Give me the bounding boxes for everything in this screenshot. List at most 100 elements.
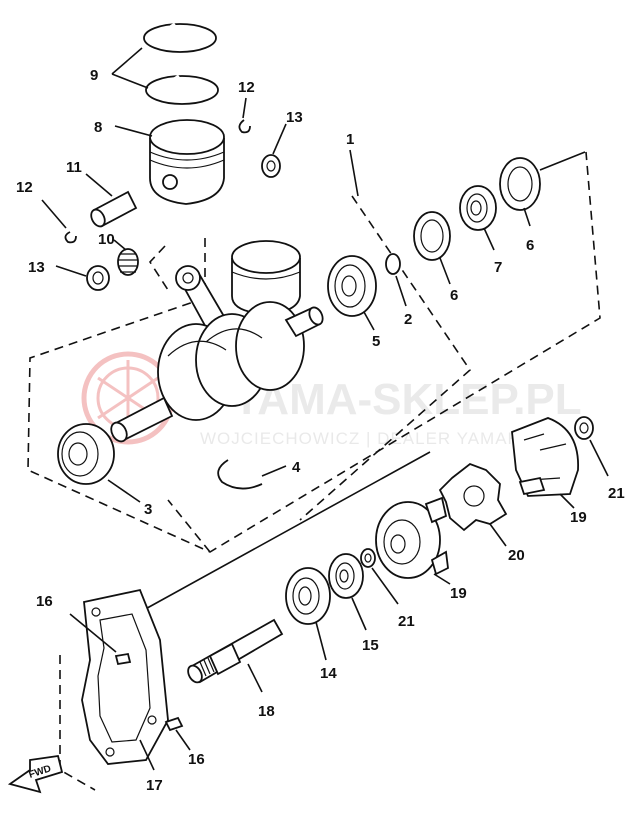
watermark: YAMA-SKLEP.PL WOJCIECHOWICZ | DEALER YAM…: [81, 351, 582, 448]
label-15-leader: [351, 597, 367, 631]
label-20-leader: [489, 523, 507, 547]
label-part-14: 14: [320, 665, 337, 682]
ball-bearing-15: [328, 553, 367, 631]
drive-shaft: [187, 618, 284, 693]
seal-alignment-line: [539, 151, 586, 171]
watermark-sub-text: WOJCIECHOWICZ | DEALER YAMAHA: [200, 429, 533, 448]
label-5-leader: [363, 311, 375, 331]
label-part-18: 18: [258, 703, 275, 720]
outline-segment: [167, 499, 211, 553]
part1-outline: [299, 195, 472, 521]
piston-pin-end: [90, 208, 106, 228]
label-19-leader: [433, 573, 451, 585]
damper-body: [438, 462, 508, 532]
piston-ring-bottom: [145, 75, 219, 105]
washer-icon: [261, 154, 281, 178]
label-6-leader: [439, 257, 451, 285]
ball-bearing-front: [57, 423, 141, 503]
label-part-19b: 19: [450, 585, 467, 602]
ball-bearing-7: [459, 185, 497, 251]
label-part-9: 9: [90, 67, 98, 84]
label-1-leader: [349, 149, 359, 197]
label-part-12b: 12: [238, 79, 255, 96]
oil-seal-icon: [413, 211, 451, 261]
assembly-piston-crown: [231, 240, 301, 274]
coupling-hub-upper: [511, 417, 579, 509]
label-part-2: 2: [404, 311, 412, 328]
dowel-pin-icon: [114, 652, 132, 666]
oil-seal-lower: [413, 211, 451, 285]
label-part-10: 10: [98, 231, 115, 248]
label-16-leader: [69, 613, 117, 653]
ball-bearing-14: [285, 567, 331, 661]
label-part-4: 4: [292, 459, 301, 476]
washer-icon: [574, 416, 594, 440]
oil-seal-icon: [499, 157, 541, 211]
bearing-15-outer: [328, 553, 364, 599]
gasket-outline: [59, 655, 96, 791]
label-part-6b: 6: [526, 237, 534, 254]
label-part-21a: 21: [608, 485, 625, 502]
label-part-20: 20: [508, 547, 525, 564]
label-13-leader: [55, 265, 87, 277]
gasket-outer: [81, 588, 169, 765]
label-18-leader: [247, 663, 263, 693]
piston-crown: [149, 119, 225, 155]
dowel-pin-icon: [164, 716, 184, 732]
label-part-3: 3: [144, 501, 152, 518]
washer-right: [261, 123, 287, 178]
label-11-leader: [85, 173, 113, 197]
small-end: [175, 265, 201, 291]
needle-bearing-body: [117, 248, 139, 276]
piston-ring-grooves: [149, 151, 225, 169]
label-9-leader: [111, 47, 149, 89]
bearing-7-outer: [459, 185, 497, 231]
label-13-leader: [272, 123, 287, 155]
label-3-leader: [107, 479, 141, 503]
dowel-pin-lower: [164, 716, 191, 751]
circlip-icon: [64, 231, 77, 244]
label-12-leader: [242, 97, 247, 119]
ball-bearing-rear: [327, 255, 377, 331]
shaft-alignment-line: [139, 451, 431, 613]
dowel-pin-upper: [69, 613, 132, 666]
label-part-17: 17: [146, 777, 163, 794]
label-part-5: 5: [372, 333, 380, 350]
label-part-19a: 19: [570, 509, 587, 526]
part-labels: 1 2 3 4 5 6 6 7 8 9 10 11 12 12 13 13 14…: [16, 67, 625, 794]
coupling-hub-lower: [375, 496, 451, 585]
rod-outline: [148, 245, 169, 291]
gasket-inner: [97, 613, 151, 743]
bearing-14-outer: [285, 567, 331, 625]
label-7-leader: [483, 227, 495, 251]
o-ring: [385, 253, 407, 307]
washer-icon: [86, 265, 110, 291]
label-part-21b: 21: [398, 613, 415, 630]
crankshaft-assembly: [110, 149, 359, 443]
label-12-leader: [41, 199, 67, 229]
label-17-leader: [139, 739, 155, 771]
label-10-leader: [113, 239, 127, 251]
circlip-icon: [238, 119, 251, 134]
label-part-13a: 13: [28, 259, 45, 276]
label-part-16a: 16: [36, 593, 53, 610]
piston: [114, 119, 225, 205]
label-4-leader: [261, 465, 287, 477]
drive-shaft-collar: [208, 642, 242, 676]
label-8-leader: [114, 125, 153, 137]
circlip-right: [238, 97, 251, 134]
piston-ring-top: [143, 23, 217, 53]
label-part-15: 15: [362, 637, 379, 654]
label-6-leader: [523, 207, 531, 227]
label-part-6a: 6: [450, 287, 458, 304]
circlip-4-icon: [217, 459, 263, 490]
washer-21-upper: [574, 416, 609, 477]
piston-pin: [85, 173, 138, 228]
label-19-leader: [559, 493, 575, 509]
gasket: [81, 588, 169, 771]
label-part-12a: 12: [16, 179, 33, 196]
label-14-leader: [315, 621, 327, 661]
label-21-leader: [589, 439, 609, 477]
piston-pin-boss: [162, 174, 178, 190]
